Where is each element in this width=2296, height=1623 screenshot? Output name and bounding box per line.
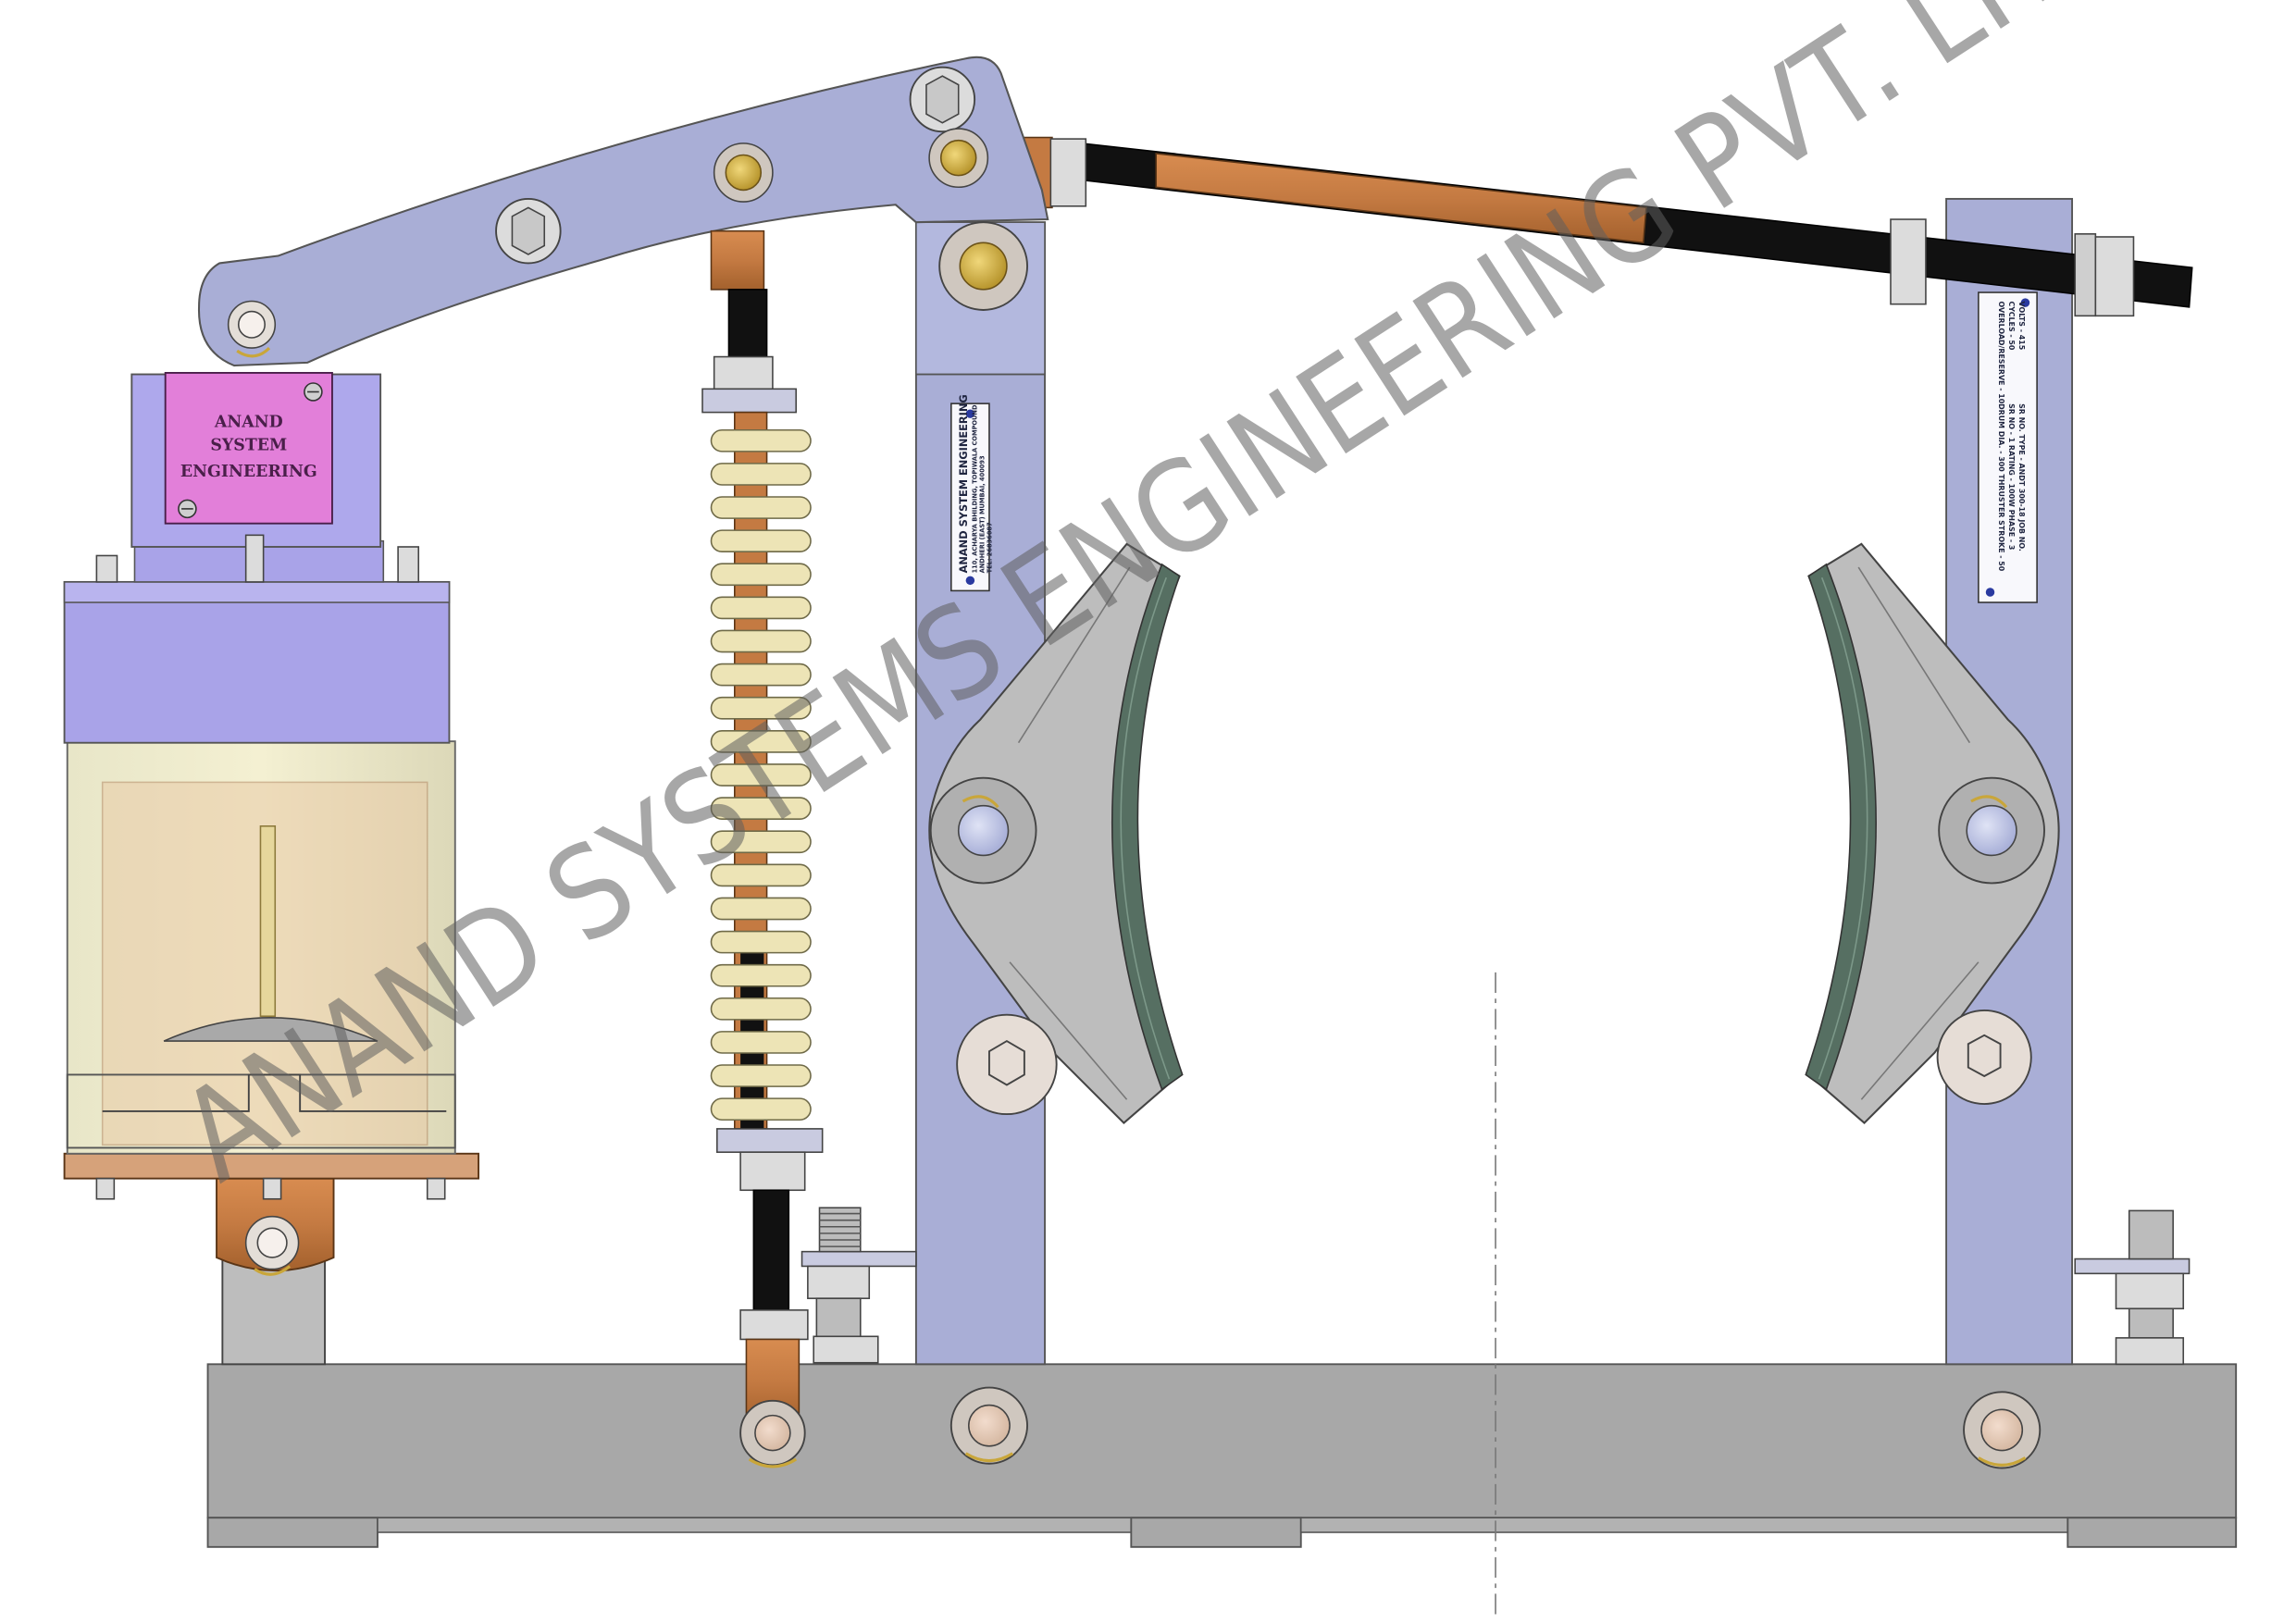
right-adjust-bolt [1936, 1009, 2032, 1105]
right-rating-plate: VOLTS - 415 SR NO. TYPE - ANDT 300-18 JO… [1978, 291, 2038, 603]
spring-coil [710, 496, 812, 519]
left-name-plate: ANAND SYSTEM ENGINEERING 110, ACHARYA BH… [950, 394, 993, 592]
base-frame [206, 972, 2238, 1617]
left-shoe-pivot-pin [929, 776, 1037, 885]
spring-coil [710, 863, 812, 887]
spring-coil [710, 1064, 812, 1087]
spring-coil [710, 696, 812, 720]
lever-pin-spring [713, 142, 774, 203]
spring-coil [710, 663, 812, 687]
right-plate-line-5: OVERLOAD/RESERVE - 10 [1997, 302, 2005, 404]
spring-coil [710, 830, 812, 854]
spring-coil [710, 1031, 812, 1054]
right-plate-line-4: SR NO - 1 RATING - 100W PHASE - 3 [2007, 403, 2016, 550]
spring-coil [710, 730, 812, 753]
spring-coil [710, 529, 812, 553]
thruster: ANAND SYSTEM ENGINEERING [63, 371, 480, 1366]
left-stop-bolt [800, 1207, 917, 1364]
spring-coil [710, 930, 812, 954]
motor-nameplate: ANAND SYSTEM ENGINEERING [164, 371, 333, 525]
spring-assembly [701, 229, 824, 1468]
right-plate-line-2: SR NO. TYPE - ANDT 300-18 JOB NO. [2017, 403, 2026, 551]
left-plate-line-2: 110, ACHARYA BHILDING, TOPIWALA COMPOUND [971, 404, 978, 573]
right-shoe-pivot-pin [1938, 776, 2045, 885]
nameplate-line-2: SYSTEM [210, 437, 287, 455]
right-brake-shoe [1805, 542, 2060, 1124]
spring-coil [710, 629, 812, 653]
lever-nut-top [909, 66, 976, 133]
left-plate-line-1: ANAND SYSTEM ENGINEERING [957, 394, 970, 573]
right-stop-bolt [2074, 1209, 2191, 1366]
spring-coil [710, 797, 812, 820]
right-plate-line-3: CYCLES - 50 [2007, 302, 2016, 351]
nameplate-line-1: ANAND [214, 413, 283, 431]
lever-pivot-pin [938, 221, 1028, 311]
left-plate-line-3: ANDHERI (EAST) MUMBAI, 400093 [978, 455, 986, 573]
left-plate-line-4: TEL: 26836087 [986, 522, 993, 573]
top-lever [198, 56, 1049, 367]
compression-spring [710, 428, 812, 1121]
spring-coil [710, 1097, 812, 1121]
lever-pin-rod [928, 128, 989, 189]
spring-coil [710, 763, 812, 787]
base-pin-right-arm [1963, 1391, 2042, 1469]
spring-coil [710, 463, 812, 486]
spring-coil [710, 963, 812, 987]
spring-coil [710, 997, 812, 1021]
nameplate-line-3: ENGINEERING [180, 463, 317, 481]
base-pin-left-arm [949, 1386, 1028, 1465]
spring-coil [710, 897, 812, 921]
spring-coil [710, 563, 812, 587]
spring-coil [710, 596, 812, 620]
spring-coil [710, 428, 812, 452]
right-plate-line-6: DRUM DIA. - 300 THRUSTER STROKE - 50 [1997, 403, 2005, 572]
lever-nut-left [495, 197, 562, 265]
lever-thruster-pin [227, 300, 277, 358]
right-plate-line-1: VOLTS - 415 [2017, 302, 2026, 351]
left-adjust-bolt [956, 1013, 1058, 1116]
left-brake-shoe [928, 542, 1184, 1124]
